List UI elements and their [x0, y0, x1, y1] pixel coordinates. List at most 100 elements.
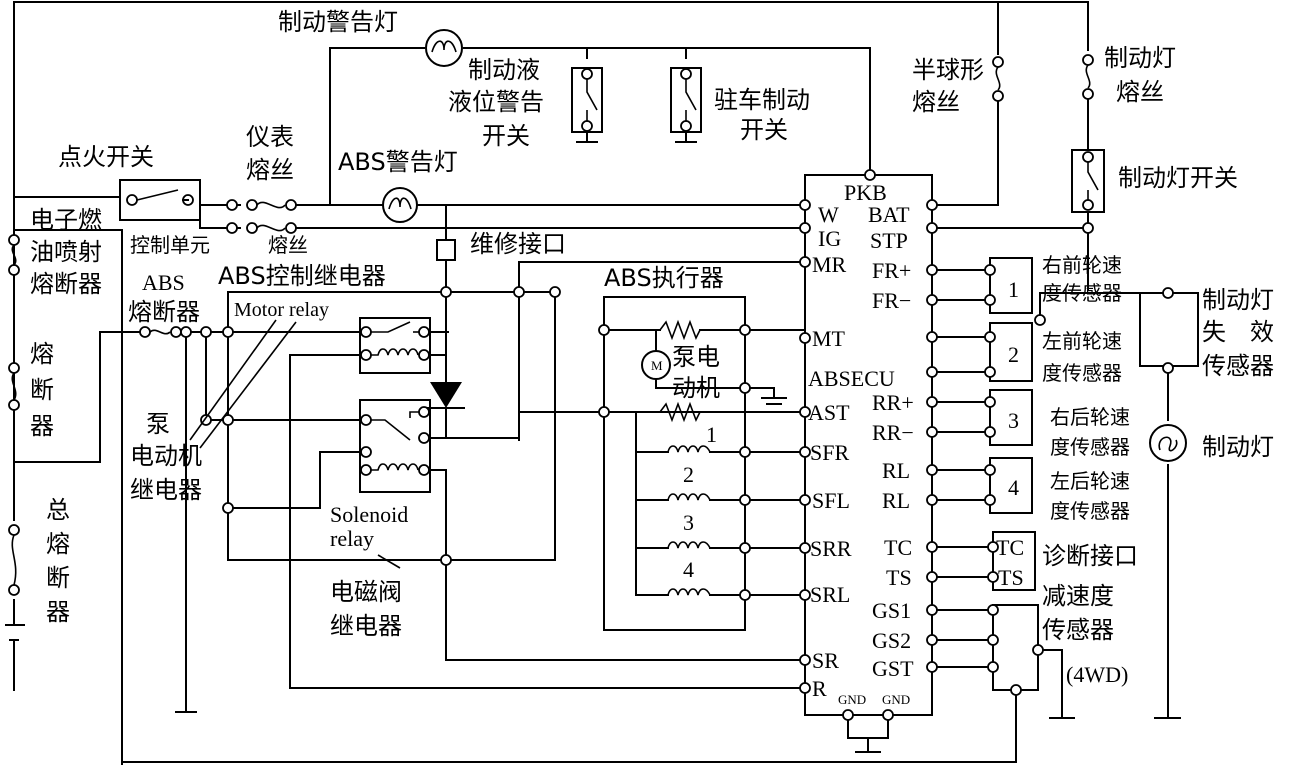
label-abs-warning-lamp: ABS警告灯	[338, 148, 458, 176]
fuse-left	[8, 362, 20, 411]
label-fuse-1: 熔	[30, 340, 54, 368]
pin-ts: TS	[886, 565, 912, 590]
label-service-connector: 维修接口	[470, 230, 566, 258]
pin-gnd-2: GND	[882, 692, 910, 707]
label-gauge-fuse-2: 熔丝	[246, 156, 294, 184]
pin-rr-minus: RR−	[872, 420, 914, 445]
ignition-switch	[119, 179, 201, 221]
label-brake-fluid-3: 开关	[482, 122, 530, 150]
sensor-number-4: 4	[1008, 475, 1019, 500]
pin-rl-1: RL	[882, 458, 910, 483]
label-pump-relay-1: 泵	[146, 410, 170, 438]
label-main-fuse-1: 总	[46, 496, 70, 524]
pin-gst: GST	[872, 656, 914, 681]
brake-lamp-failure-sensor-box	[1139, 292, 1199, 367]
pin-w: W	[818, 202, 839, 227]
pin-gnd-1: GND	[838, 692, 866, 707]
motor-relay-symbol	[359, 317, 431, 374]
stop-lamp-switch-symbol	[1071, 149, 1105, 213]
pin-stp: STP	[870, 228, 908, 253]
pin-tc: TC	[884, 535, 912, 560]
solenoid-relay-symbol	[359, 399, 431, 493]
pin-ig: IG	[818, 226, 841, 251]
label-fl-sensor-2: 度传感器	[1042, 361, 1122, 385]
label-failure-sensor-1: 制动灯	[1202, 286, 1274, 314]
label-stop-fuse-1: 制动灯	[1104, 44, 1176, 72]
label-solenoid-valve-relay-1: 电磁阀	[330, 578, 402, 606]
pin-ast: AST	[808, 400, 850, 425]
pin-fr-plus: FR+	[872, 258, 911, 283]
numeric-labels: 1 2 3 4 1 2 3 4 TC TS M	[651, 277, 1024, 590]
pin-bat: BAT	[868, 202, 910, 227]
fuses	[8, 54, 1094, 596]
label-abs-ecu: ABSECU	[808, 366, 895, 391]
label-ignition-switch: 点火开关	[58, 143, 154, 171]
pump-motor-symbol	[641, 350, 671, 380]
main-fuse	[8, 524, 20, 596]
label-decel-sensor-2: 传感器	[1042, 616, 1114, 644]
pin-srr: SRR	[810, 536, 852, 561]
label-fuse-2: 断	[30, 376, 54, 404]
pin-gs2: GS2	[872, 628, 911, 653]
label-dome-fuse-2: 熔丝	[912, 88, 960, 116]
pin-sfl: SFL	[812, 488, 850, 513]
label-brake-warning-lamp: 制动警告灯	[278, 8, 398, 36]
sensor-number-3: 3	[1008, 408, 1019, 433]
label-pump-motor-1: 泵电	[672, 343, 720, 371]
label-main-fuse-3: 断	[46, 564, 70, 592]
solenoid-number-4: 4	[683, 557, 694, 582]
label-rl-sensor-1: 左后轮速	[1050, 469, 1130, 493]
brake-warning-lamp-symbol	[425, 29, 463, 67]
pin-sr: SR	[812, 648, 839, 673]
label-solenoid-relay-2: relay	[330, 526, 374, 551]
label-brake-fluid-1: 制动液	[468, 56, 540, 84]
label-fuse-3: 器	[30, 412, 54, 440]
service-connector-symbol	[436, 239, 456, 261]
label-main-fuse-2: 熔	[46, 530, 70, 558]
label-abs-fuse-1: ABS	[142, 270, 185, 295]
label-solenoid-relay-1: Solenoid	[330, 502, 408, 527]
label-fr-sensor-1: 右前轮速	[1042, 253, 1122, 277]
junction-dots	[180, 199, 1174, 696]
sensor-number-2: 2	[1008, 342, 1019, 367]
wheel-speed-sensors	[989, 257, 1033, 514]
pin-rl-2: RL	[882, 488, 910, 513]
stop-fuse	[1082, 54, 1094, 100]
pin-gs1: GS1	[872, 598, 911, 623]
parking-brake-switch-symbol	[670, 67, 702, 143]
label-motor-relay: Motor relay	[234, 299, 329, 321]
label-abs-actuator: ABS执行器	[604, 264, 724, 292]
label-failure-sensor-3: 传感器	[1202, 352, 1274, 380]
label-brake-lamp: 制动灯	[1202, 433, 1274, 461]
dome-fuse	[992, 56, 1004, 102]
label-pump-relay-2: 电动机	[130, 442, 202, 470]
label-gauge-fuse-1: 仪表	[246, 123, 294, 151]
brake-fluid-switch-symbol	[571, 67, 603, 143]
solenoid-number-3: 3	[683, 510, 694, 535]
label-rr-sensor-1: 右后轮速	[1050, 405, 1130, 429]
label-control-unit: 控制单元	[130, 233, 210, 257]
label-parking-brake-2: 开关	[740, 116, 788, 144]
abs-warning-lamp-symbol	[382, 187, 418, 223]
pin-rr-plus: RR+	[872, 390, 914, 415]
pin-r: R	[812, 676, 827, 701]
brake-lamp-symbol	[1149, 424, 1187, 462]
gauge-fuse	[246, 199, 297, 234]
solenoid-number-1: 1	[706, 422, 717, 447]
pump-symbol-m: M	[651, 358, 663, 373]
label-brake-fluid-2: 液位警告	[448, 88, 544, 116]
pin-sfr: SFR	[810, 440, 849, 465]
sensor-number-1: 1	[1008, 277, 1019, 302]
pin-mt: MT	[812, 326, 846, 351]
label-abs-control-relay: ABS控制继电器	[218, 262, 386, 290]
label-fuse-small: 熔丝	[268, 233, 308, 257]
label-failure-sensor-2: 失 效	[1202, 318, 1274, 346]
diag-pin-ts: TS	[998, 565, 1024, 590]
pin-fr-minus: FR−	[872, 288, 911, 313]
label-parking-brake-1: 驻车制动	[714, 86, 810, 114]
label-decel-sensor-3: (4WD)	[1066, 662, 1128, 687]
ecu-pin-labels: PKB W IG MR MT AST SFR SFL SRR SRL SR R …	[808, 180, 914, 707]
label-fr-sensor-2: 度传感器	[1042, 281, 1122, 305]
label-efi-fuse-2: 油喷射	[30, 238, 102, 266]
